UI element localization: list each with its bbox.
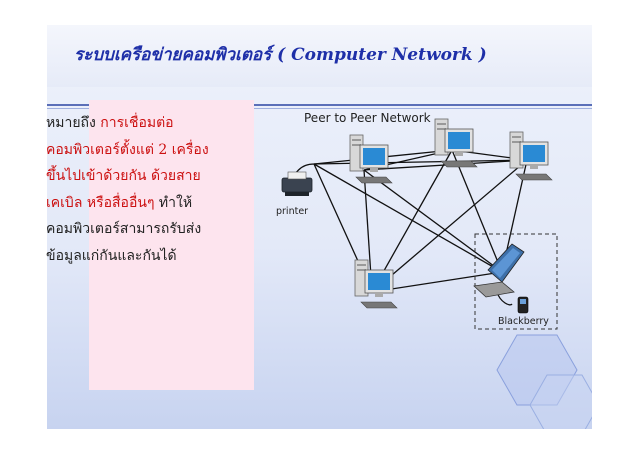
description-intro: หมายถึง	[46, 115, 101, 131]
description-rest: ทำให้คอมพิวเตอร์สามารถรับส่งข้อมูลแก่กัน…	[46, 194, 202, 264]
blackberry-icon	[517, 296, 529, 314]
diagram-title: Peer to Peer Network	[304, 111, 431, 125]
blackberry-label: Blackberry	[498, 316, 549, 327]
slide-title: ระบบเครือข่ายคอมพิวเตอร์ ( Computer Netw…	[74, 45, 487, 65]
printer-icon	[281, 171, 313, 196]
network-links	[291, 149, 528, 306]
computer-icon	[354, 259, 398, 309]
description-highlight: การเชื่อมต่อคอมพิวเตอร์ตั้งแต่ 2 เครื่อง…	[46, 115, 209, 211]
laptop-icon	[473, 243, 525, 298]
description-text: หมายถึง การเชื่อมต่อคอมพิวเตอร์ตั้งแต่ 2…	[46, 110, 218, 269]
title-bar	[47, 25, 592, 87]
decorative-hexagons	[496, 334, 592, 429]
printer-label: printer	[276, 206, 308, 217]
title-underline	[47, 104, 592, 106]
computer-icon	[509, 131, 553, 181]
peer-to-peer-network-diagram: Peer to Peer Network printer Bla	[276, 111, 558, 330]
blackberry-group-box	[474, 233, 558, 330]
title-underline-thin	[47, 108, 592, 109]
slide	[47, 25, 592, 429]
description-box	[89, 100, 254, 390]
